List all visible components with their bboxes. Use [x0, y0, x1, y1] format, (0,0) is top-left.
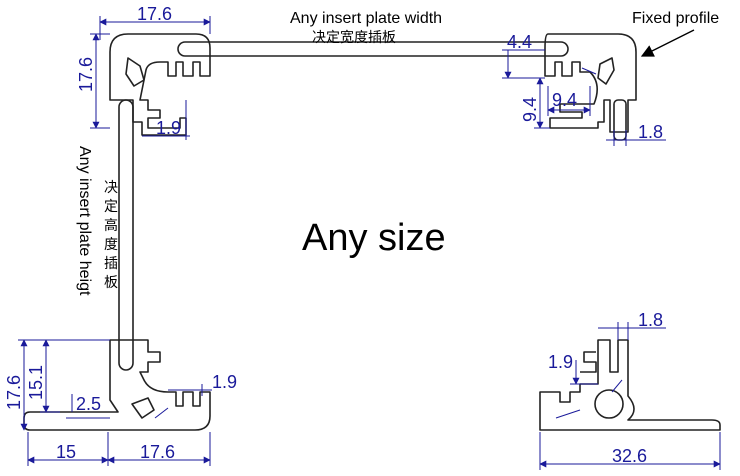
left-insert-plate: [118, 99, 134, 371]
dim-tr-b: 9.4: [520, 97, 540, 122]
bottom-right-corner-profile: [539, 339, 721, 431]
side-label-cn-char: 插: [104, 256, 118, 272]
dim-tl-slot: 1.9: [156, 118, 181, 138]
dim-br-a: 1.8: [638, 310, 663, 330]
dim-tr-c: 9.4: [552, 90, 577, 110]
side-label-cn-char: 板: [104, 275, 118, 291]
center-label: Any size: [302, 217, 446, 259]
dim-bl-h2: 15.1: [26, 365, 46, 400]
dim-bl-w1: 15: [56, 442, 76, 462]
side-label-cn-char: 度: [104, 237, 118, 253]
dim-bl-s: 2.5: [76, 394, 101, 414]
side-label-en: Any insert plate heigt: [76, 146, 93, 296]
dim-tr-a: 4.4: [507, 32, 532, 52]
side-label-cn-char: 高: [104, 217, 118, 234]
dim-tl-height: 17.6: [76, 57, 96, 92]
side-label-cn-char: 决: [104, 180, 118, 196]
top-left-corner-profile: [109, 33, 211, 136]
dim-tr-d: 1.8: [638, 122, 663, 142]
bottom-left-corner-profile: [23, 339, 211, 431]
fixed-profile-leader: [640, 29, 695, 57]
dim-tl-width: 17.6: [137, 4, 172, 24]
dimension-lines: [18, 16, 721, 470]
dim-bl-t: 1.9: [212, 372, 237, 392]
top-label-cn: 决定宽度插板: [312, 29, 396, 46]
side-label-cn-char: 定: [104, 199, 118, 215]
dim-br-w: 32.6: [612, 446, 647, 466]
top-label-en: Any insert plate width: [290, 10, 442, 27]
fixed-profile-label: Fixed profile: [632, 10, 719, 27]
dim-br-b: 1.9: [548, 352, 573, 372]
dim-bl-h1: 17.6: [4, 375, 24, 410]
dim-bl-w2: 17.6: [140, 442, 175, 462]
gasket-accents: [154, 67, 623, 419]
top-insert-plate: [177, 41, 569, 57]
